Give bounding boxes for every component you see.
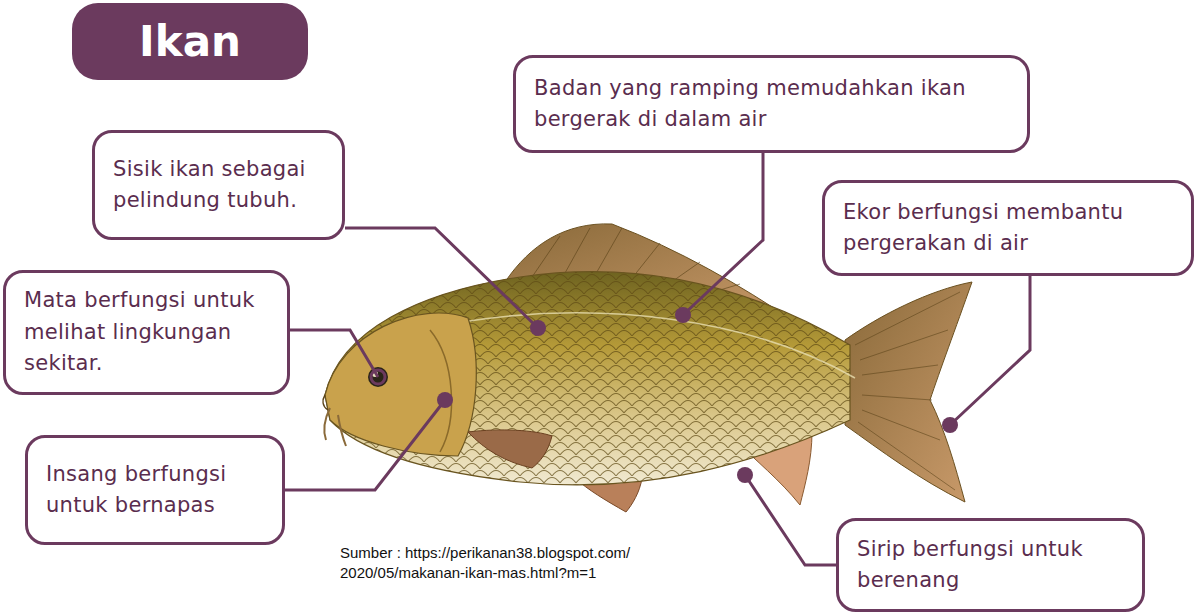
callout-text: Mata berfungsi untuk melihat lingkungan … bbox=[24, 285, 269, 380]
leader-dots bbox=[371, 307, 958, 483]
title-badge: Ikan bbox=[72, 3, 308, 80]
callout-box: Sisik ikan sebagai pelindung tubuh. bbox=[92, 130, 345, 240]
callout-text: Badan yang ramping memudahkan ikan berge… bbox=[534, 73, 1009, 136]
callout-text: Sirip berfungsi untuk berenang bbox=[857, 534, 1124, 597]
callout-text: Ekor berfungsi membantu pergerakan di ai… bbox=[843, 197, 1173, 260]
callout-text: Insang berfungsi untuk bernapas bbox=[46, 459, 264, 522]
callout-box: Insang berfungsi untuk bernapas bbox=[25, 435, 285, 545]
callout-box: Sirip berfungsi untuk berenang bbox=[836, 518, 1145, 612]
source-note: Sumber : https://perikanan38.blogspot.co… bbox=[340, 543, 732, 582]
callout-box: Ekor berfungsi membantu pergerakan di ai… bbox=[822, 180, 1194, 276]
callout-box: Badan yang ramping memudahkan ikan berge… bbox=[513, 55, 1030, 153]
title-text: Ikan bbox=[139, 17, 241, 66]
callout-box: Mata berfungsi untuk melihat lingkungan … bbox=[3, 270, 290, 395]
callout-text: Sisik ikan sebagai pelindung tubuh. bbox=[113, 154, 324, 217]
